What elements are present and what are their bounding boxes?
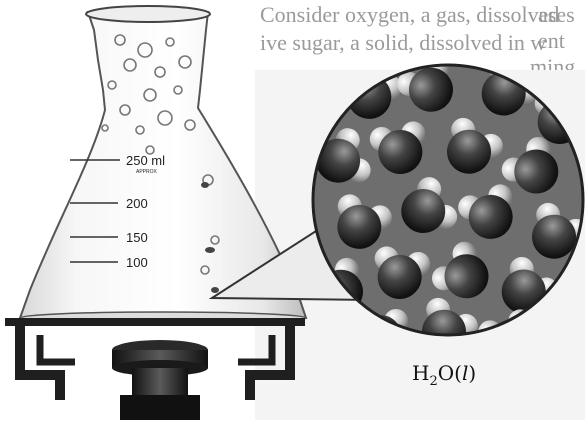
volume-mark-label: 250 ml [126, 153, 165, 168]
bg-text-line: ive sugar, a solid, dissolved in w [260, 30, 546, 55]
volume-approx-label: APPROX [136, 169, 158, 175]
graduation-label: 200 [126, 196, 148, 211]
formula-label: H2O(l) [412, 361, 476, 389]
graduation-label: 150 [126, 230, 148, 245]
bg-text-line: Consider oxygen, a gas, dissolved [260, 2, 559, 27]
graduation-label: 100 [126, 255, 148, 270]
